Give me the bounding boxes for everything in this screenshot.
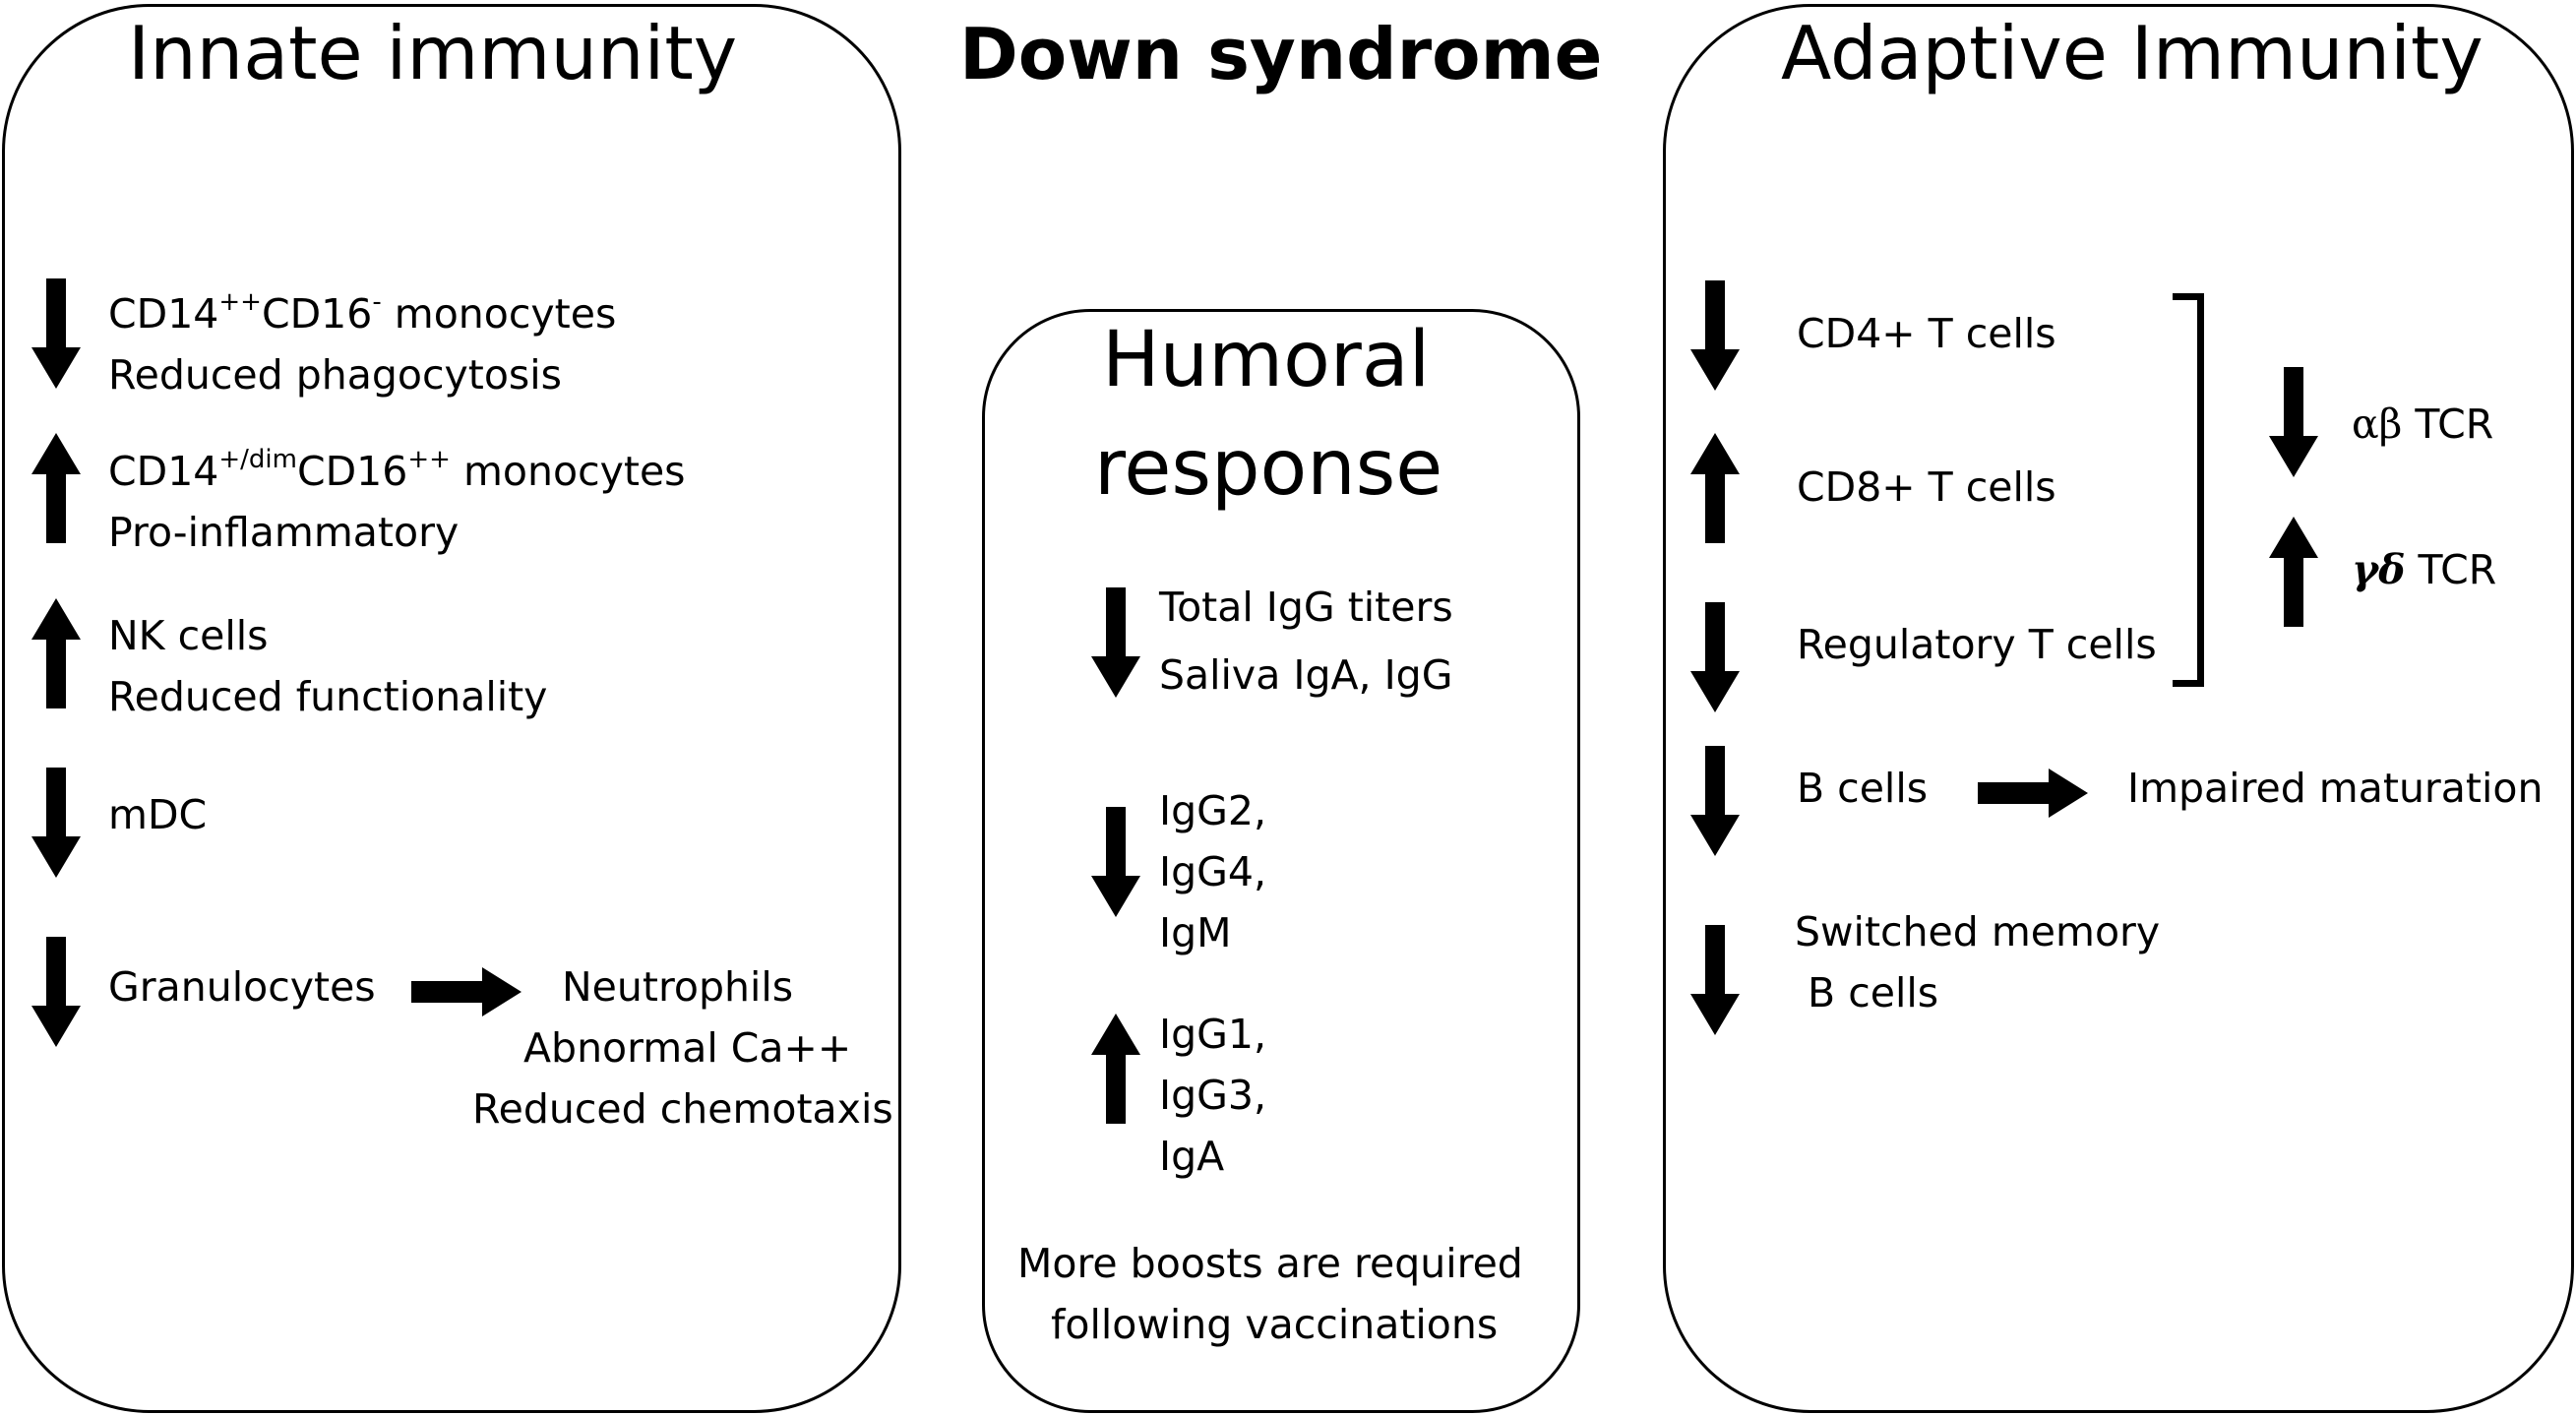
monocyte-classical-label: CD14++CD16- monocytes — [108, 287, 617, 338]
innate-immunity-panel — [2, 4, 901, 1413]
down-arrow-icon — [31, 768, 81, 878]
regulatory-t-cells-label: Regulatory T cells — [1797, 621, 2157, 668]
monocyte-nonclassical-label: CD14+/dimCD16++ monocytes — [108, 445, 686, 495]
adaptive-panel-title: Adaptive Immunity — [1781, 10, 2484, 96]
cd4-t-cells-label: CD4+ T cells — [1797, 310, 2056, 357]
nk-cells-label: NK cells — [108, 612, 269, 659]
switched-memory-label: Switched memory — [1795, 908, 2161, 955]
down-arrow-icon — [1690, 925, 1740, 1035]
up-arrow-icon — [31, 598, 81, 708]
down-arrow-icon — [1690, 602, 1740, 712]
down-arrow-icon — [1690, 280, 1740, 391]
t-cell-bracket — [2173, 293, 2204, 687]
saliva-iga-igg-label: Saliva IgA, IgG — [1159, 651, 1453, 699]
total-igg-label: Total IgG titers — [1159, 584, 1453, 631]
up-arrow-icon — [1690, 433, 1740, 543]
down-arrow-icon — [1091, 807, 1140, 917]
mdc-label: mDC — [108, 791, 208, 838]
up-arrow-icon — [1091, 1014, 1140, 1124]
monocyte-nonclassical-effect: Pro-inflammatory — [108, 509, 460, 556]
humoral-title-line1: Humoral — [1102, 316, 1431, 404]
vaccination-note-line2: following vaccinations — [1051, 1301, 1499, 1348]
iga-label: IgA — [1159, 1133, 1225, 1180]
up-arrow-icon — [2269, 517, 2318, 627]
down-arrow-icon — [31, 937, 81, 1047]
monocyte-classical-effect: Reduced phagocytosis — [108, 351, 563, 399]
igg1-label: IgG1, — [1159, 1011, 1267, 1058]
neutrophils-calcium: Abnormal Ca++ — [523, 1024, 852, 1072]
igg3-label: IgG3, — [1159, 1072, 1267, 1119]
right-arrow-icon — [411, 967, 521, 1016]
down-arrow-icon — [1091, 587, 1140, 698]
up-arrow-icon — [31, 433, 81, 543]
vaccination-note-line1: More boosts are required — [1017, 1240, 1523, 1287]
down-arrow-icon — [31, 278, 81, 389]
b-cells-label: B cells — [1797, 765, 1929, 812]
igg4-label: IgG4, — [1159, 848, 1267, 895]
alpha-beta-tcr-label: αβ TCR — [2352, 400, 2494, 448]
down-arrow-icon — [2269, 367, 2318, 477]
granulocytes-label: Granulocytes — [108, 963, 376, 1011]
neutrophils-chemotaxis: Reduced chemotaxis — [472, 1085, 893, 1133]
humoral-title-line2: response — [1094, 424, 1443, 513]
gamma-delta-tcr-label: γδ TCR — [2352, 546, 2497, 593]
adaptive-immunity-panel — [1663, 4, 2574, 1413]
impaired-maturation-label: Impaired maturation — [2127, 765, 2544, 812]
cd8-t-cells-label: CD8+ T cells — [1797, 463, 2056, 511]
right-arrow-icon — [1978, 769, 2088, 818]
neutrophils-label: Neutrophils — [562, 963, 794, 1011]
innate-panel-title: Innate immunity — [128, 10, 738, 96]
page-title: Down syndrome — [959, 13, 1603, 95]
igm-label: IgM — [1159, 909, 1232, 956]
down-arrow-icon — [1690, 746, 1740, 856]
switched-memory-b-cells-label: B cells — [1795, 969, 1939, 1016]
humoral-response-panel — [982, 309, 1580, 1413]
nk-cells-effect: Reduced functionality — [108, 673, 548, 720]
igg2-label: IgG2, — [1159, 787, 1267, 834]
